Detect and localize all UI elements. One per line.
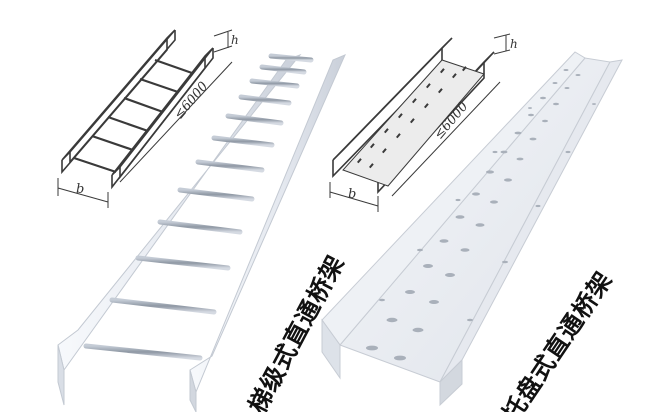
- tray-sketch: [329, 33, 511, 212]
- tray-sketch-height-label: h: [510, 37, 518, 51]
- ladder-sketch-height-label: h: [231, 33, 239, 47]
- perforated-cable-tray: [321, 51, 623, 407]
- ladder-cable-tray: [57, 53, 346, 412]
- tray-sketch-width-label: b: [348, 187, 356, 202]
- ladder-sketch-width-label: b: [76, 182, 84, 197]
- ladder-sketch: [57, 29, 233, 208]
